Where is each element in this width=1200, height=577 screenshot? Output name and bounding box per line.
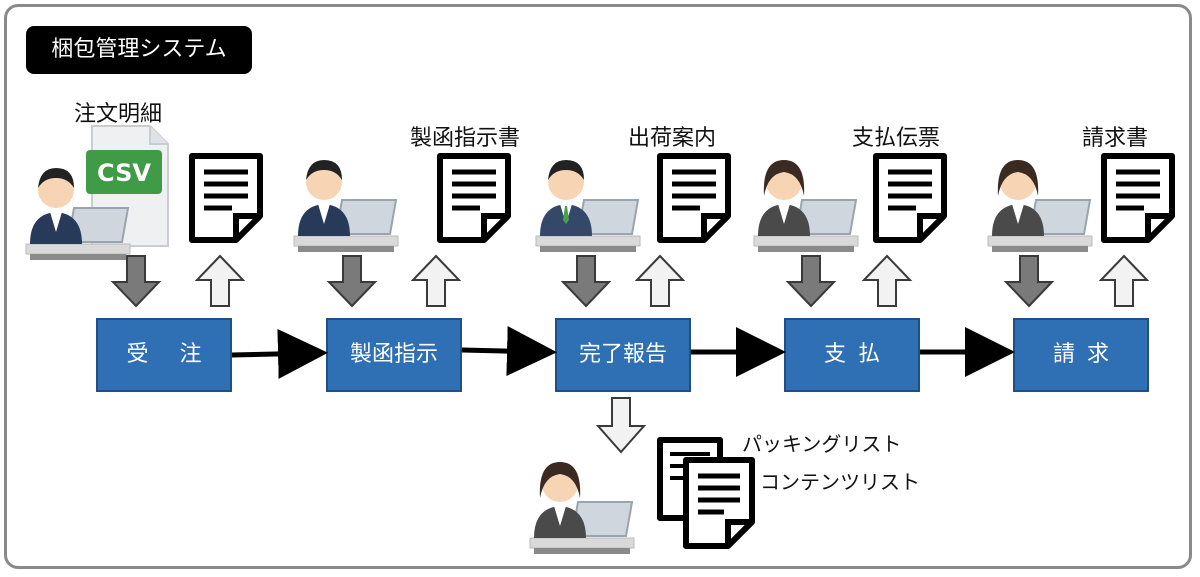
staff-at-laptop-icon — [293, 160, 399, 252]
document-icon — [873, 153, 947, 243]
staff-at-laptop-icon — [25, 168, 131, 260]
process-box-completion-report: 完了報告 — [555, 318, 691, 392]
output-label-contents-list: コンテンツリスト — [760, 470, 920, 494]
system-title: 梱包管理システム — [26, 26, 252, 74]
doc-label-order-details: 注文明細 — [74, 102, 163, 127]
staff-at-laptop-icon — [535, 160, 641, 252]
flow-arrow-2 — [461, 326, 557, 377]
document-icon — [189, 153, 263, 243]
document-icon — [437, 153, 511, 243]
stacked-documents-icon — [657, 437, 755, 549]
csv-label: CSV — [97, 159, 151, 187]
process-box-box-instruction: 製函指示 — [326, 318, 462, 392]
system-frame — [4, 4, 1192, 569]
staff-at-laptop-icon — [529, 462, 635, 554]
doc-label-box-instruction: 製函指示書 — [410, 126, 521, 151]
output-label-packing-list: パッキングリスト — [742, 432, 902, 456]
doc-label-shipping-notice: 出荷案内 — [628, 126, 717, 151]
process-box-billing: 請求 — [1013, 318, 1149, 392]
process-box-order: 受 注 — [96, 318, 232, 392]
staff-at-laptop-icon — [987, 160, 1093, 252]
doc-label-payment-slip: 支払伝票 — [852, 126, 941, 151]
staff-at-laptop-icon — [753, 160, 859, 252]
doc-label-invoice: 請求書 — [1082, 126, 1149, 151]
flow-arrow-1 — [231, 328, 328, 379]
document-icon — [657, 153, 731, 243]
down-arrow-icon — [110, 255, 1055, 308]
up-arrow-icon — [194, 254, 1150, 307]
document-icon — [1101, 153, 1175, 243]
process-box-payment: 支払 — [784, 318, 920, 392]
down-arrow-icon-output — [595, 397, 647, 454]
